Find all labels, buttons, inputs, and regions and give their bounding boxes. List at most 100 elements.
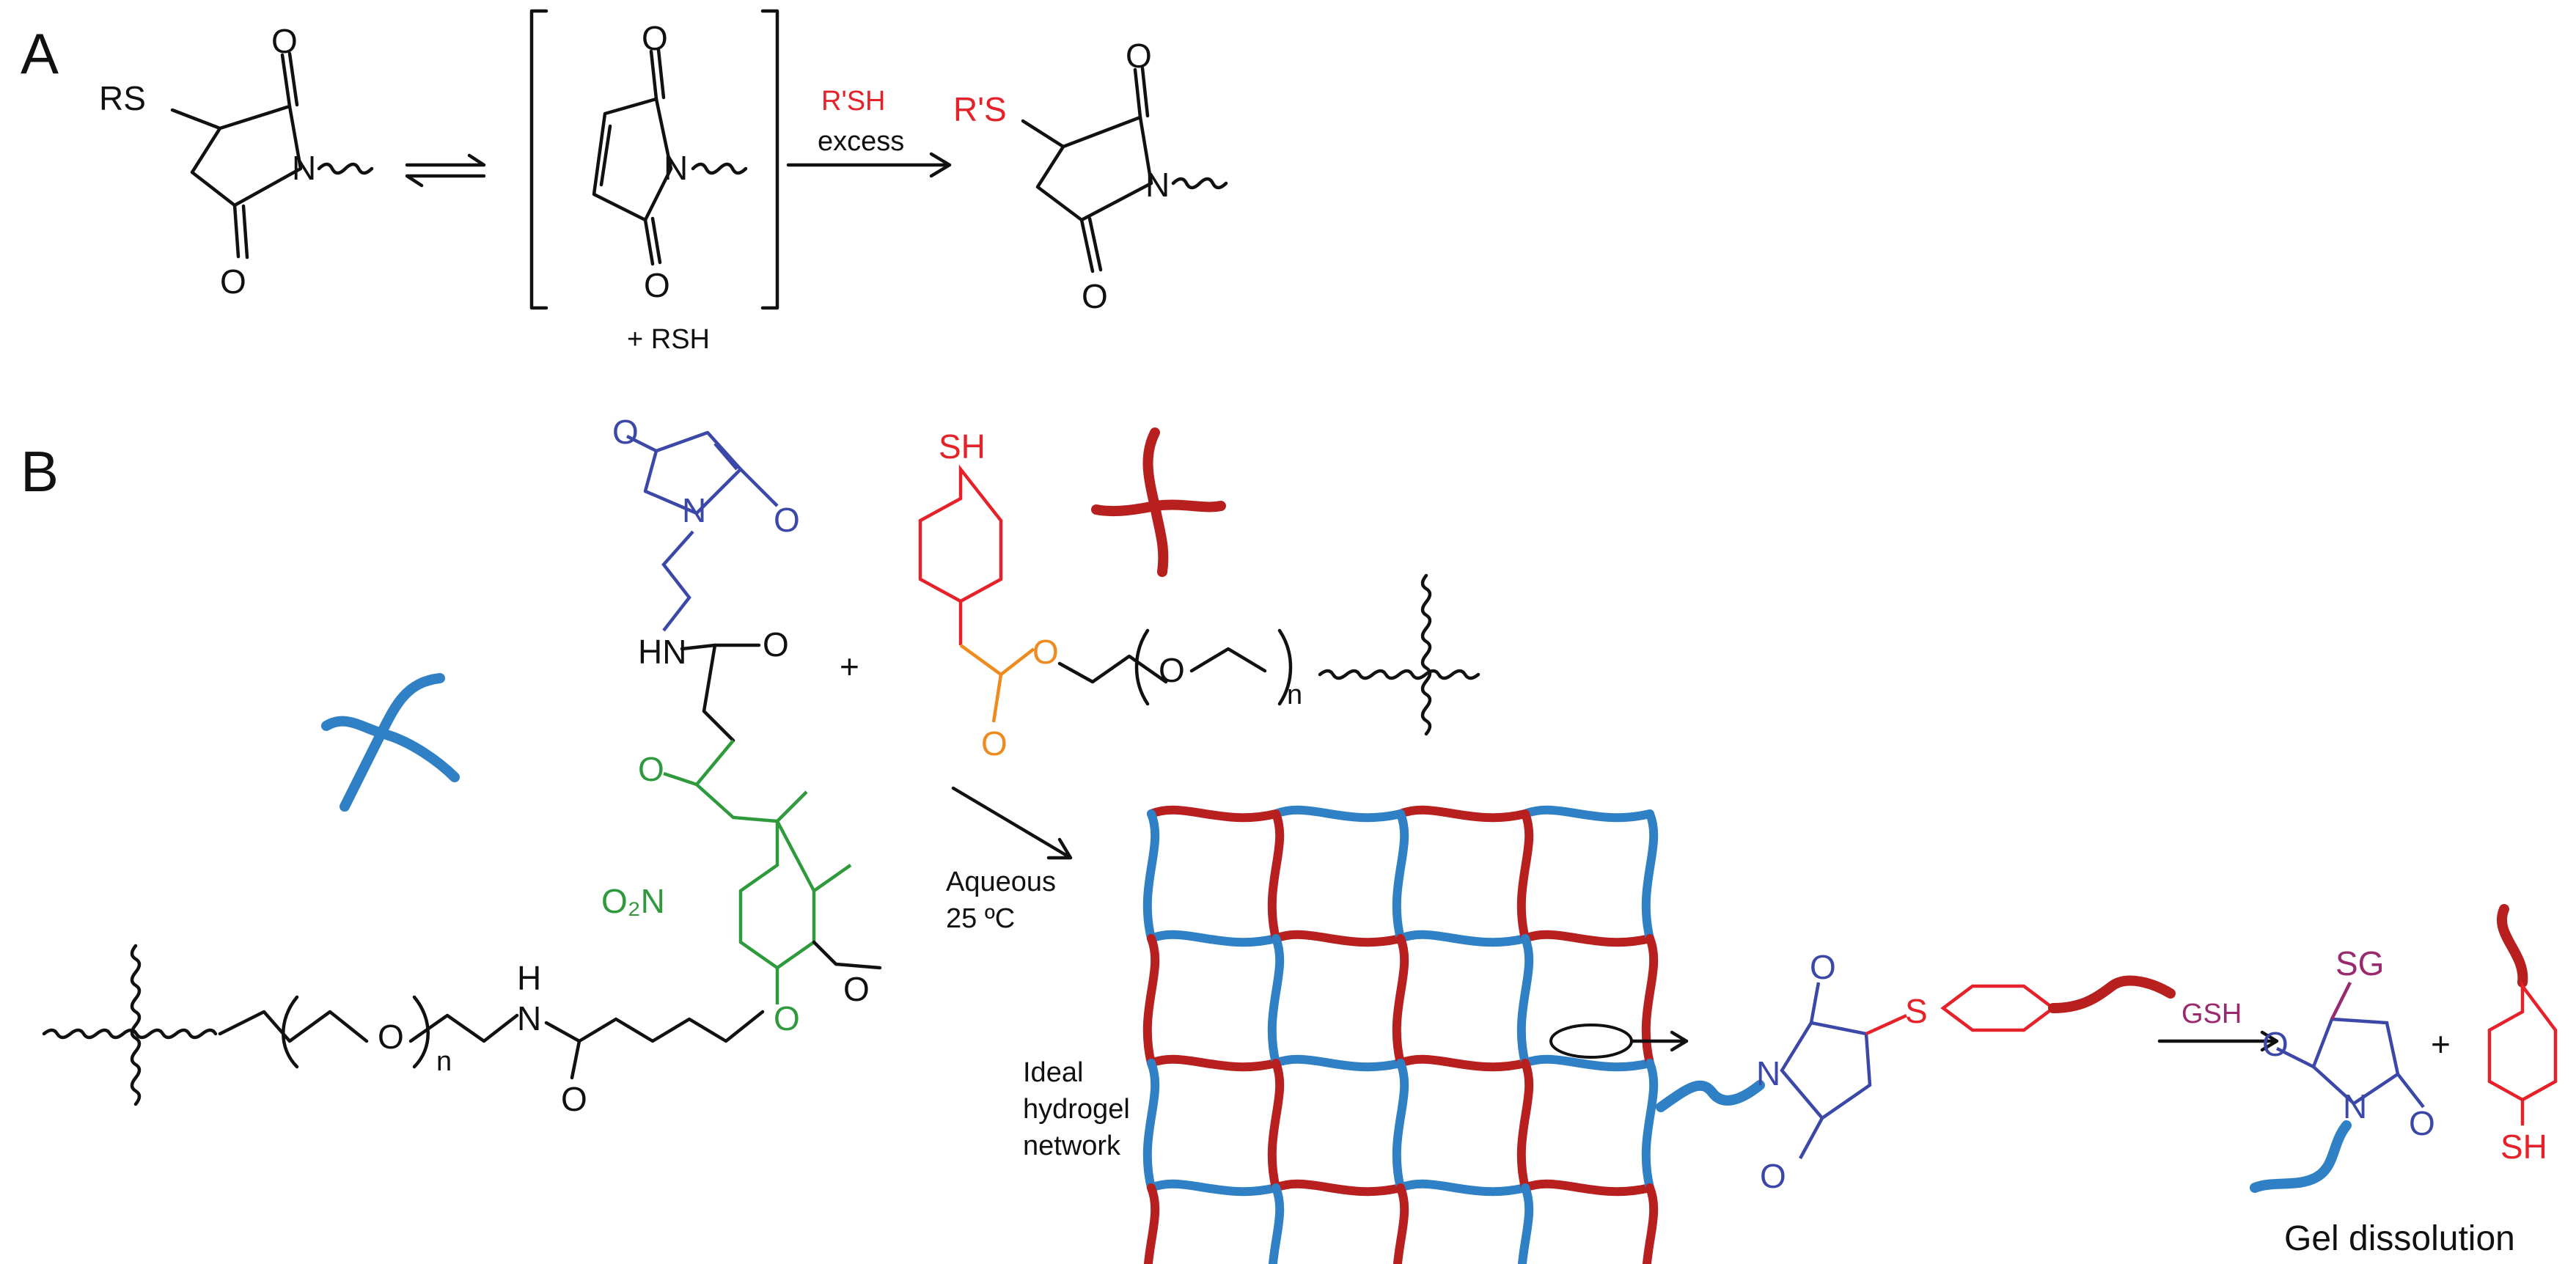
network-strand-horizontal [1521,805,1654,823]
forward-arrow [405,153,486,167]
ester-chain [959,644,1035,677]
network-strand-horizontal [1396,1054,1530,1072]
repeat-n: n [436,1046,452,1077]
network-strand-horizontal [1396,930,1530,947]
carbonyl-right [2396,1073,2425,1109]
network-strand-horizontal [1147,805,1280,823]
network-strand-vertical [1392,1183,1409,1264]
peg-oxygen: O [378,1018,404,1056]
network-strand-horizontal [1521,1054,1654,1072]
thioether-bond [1865,1013,1907,1036]
panel-b-label: B [21,439,59,504]
oxygen-bottom: O [1760,1157,1786,1195]
zoom-ellipse [1549,1024,1633,1059]
blue-strand [2250,1120,2352,1193]
network-strand-horizontal [1521,1179,1654,1197]
peg-oxygen: O [1159,651,1185,689]
thiophenol-ring [2487,981,2558,1102]
nitro-group: O₂N [601,882,665,920]
ester-oxygen: O [638,750,664,788]
network-strand-horizontal [1272,930,1405,947]
network-strand-vertical [1392,809,1409,943]
ester-carbonyl [663,771,697,787]
red-strand [2497,904,2528,988]
maleimide-ring [592,97,673,222]
network-strand-vertical [1641,1059,1659,1192]
condition-aqueous: Aqueous [946,867,1056,897]
ester-oxygen: O [1032,633,1059,671]
nitrogen: N [664,149,688,187]
network-label-line1: Ideal [1023,1057,1083,1088]
intermediate-maleimide: O O N + RSH [529,9,779,355]
left-bracket [529,9,548,310]
condition-temperature: 25 ºC [946,903,1015,934]
network-strand-horizontal [1147,1179,1280,1197]
dissolution-products: SG O O N + SH [2250,904,2558,1193]
equilibrium-arrows [405,153,486,188]
thiol-sh: SH [939,427,986,466]
succinimide-ring [1035,115,1153,222]
oxygen-left: O [612,413,639,451]
carbonyl-bottom [1079,216,1103,273]
network-strand-vertical [1517,1183,1534,1264]
network-strand-horizontal [1396,805,1530,823]
amine-chain [408,1013,519,1043]
amide-hn: HN [638,633,686,671]
four-arm-peg-core: O n N H O [42,944,765,1118]
methoxy-bond [812,864,852,892]
network-strand-vertical [1267,809,1285,943]
nitrobenzyl-ring [738,820,816,970]
horizontal-arm [42,1028,218,1040]
peg-chain [218,1010,369,1043]
peg-chain-2 [1189,647,1267,673]
network-strand-vertical [1392,1059,1409,1192]
network-strand-vertical [1267,934,1285,1068]
network-strand-vertical [1268,1183,1285,1264]
exchange-arrow: R'SH excess [786,86,952,178]
carbonyl-bottom [643,216,662,266]
thiophenol-ring [918,464,1003,603]
network-strand-vertical [1142,934,1160,1068]
network-strand-horizontal [1147,930,1280,947]
network-strand-vertical [1143,1183,1160,1264]
rs-prime-substituent: R'S [953,90,1007,128]
network-label-line2: hydrogel [1023,1094,1130,1125]
gelation-arrow-line [951,786,1073,860]
oxygen-bottom: O [220,262,246,301]
succinimide-ring [2311,1017,2400,1106]
product-sh: SH [2500,1128,2547,1166]
oxygen-right: O [2409,1104,2435,1142]
ethyl-chain [661,530,694,632]
network-strand-horizontal [1521,930,1654,947]
nitrogen: N [1756,1054,1780,1092]
oxygen-top: O [642,19,668,57]
network-strand-horizontal [1147,1054,1280,1072]
network-strand-vertical [1142,809,1160,943]
methoxy-oxygen: O [843,970,870,1008]
zoom-arrow [1629,1030,1689,1052]
ester-linkage [694,739,808,823]
reagent-gsh: GSH [2181,999,2242,1029]
repeat-bracket-left [1134,628,1150,706]
carbonyl-top [649,48,666,101]
network-strand-vertical [1392,934,1409,1068]
succinimide-ring [190,104,303,207]
oxygen-top: O [271,22,298,60]
network-strand-horizontal [1272,805,1405,823]
network-strand-horizontal [1396,1179,1530,1197]
repeat-n: n [1287,680,1302,710]
reactant-thiosuccinimide: RS O O N [99,22,374,301]
wavy-attachment [1171,177,1228,190]
amide-h: H [517,959,541,997]
oxygen-bottom: O [644,266,670,304]
vertical-arm [130,944,142,1106]
exchange-arrow-line [786,152,952,178]
carbonyl-left [625,434,658,453]
carbonyl-bottom [1799,1117,1824,1160]
network-strand-vertical [1516,1059,1534,1192]
ester-carbonyl [991,674,1003,723]
plus-sign: + [840,647,859,686]
nitrogen: N [292,149,316,187]
carbonyl-right [739,468,779,507]
